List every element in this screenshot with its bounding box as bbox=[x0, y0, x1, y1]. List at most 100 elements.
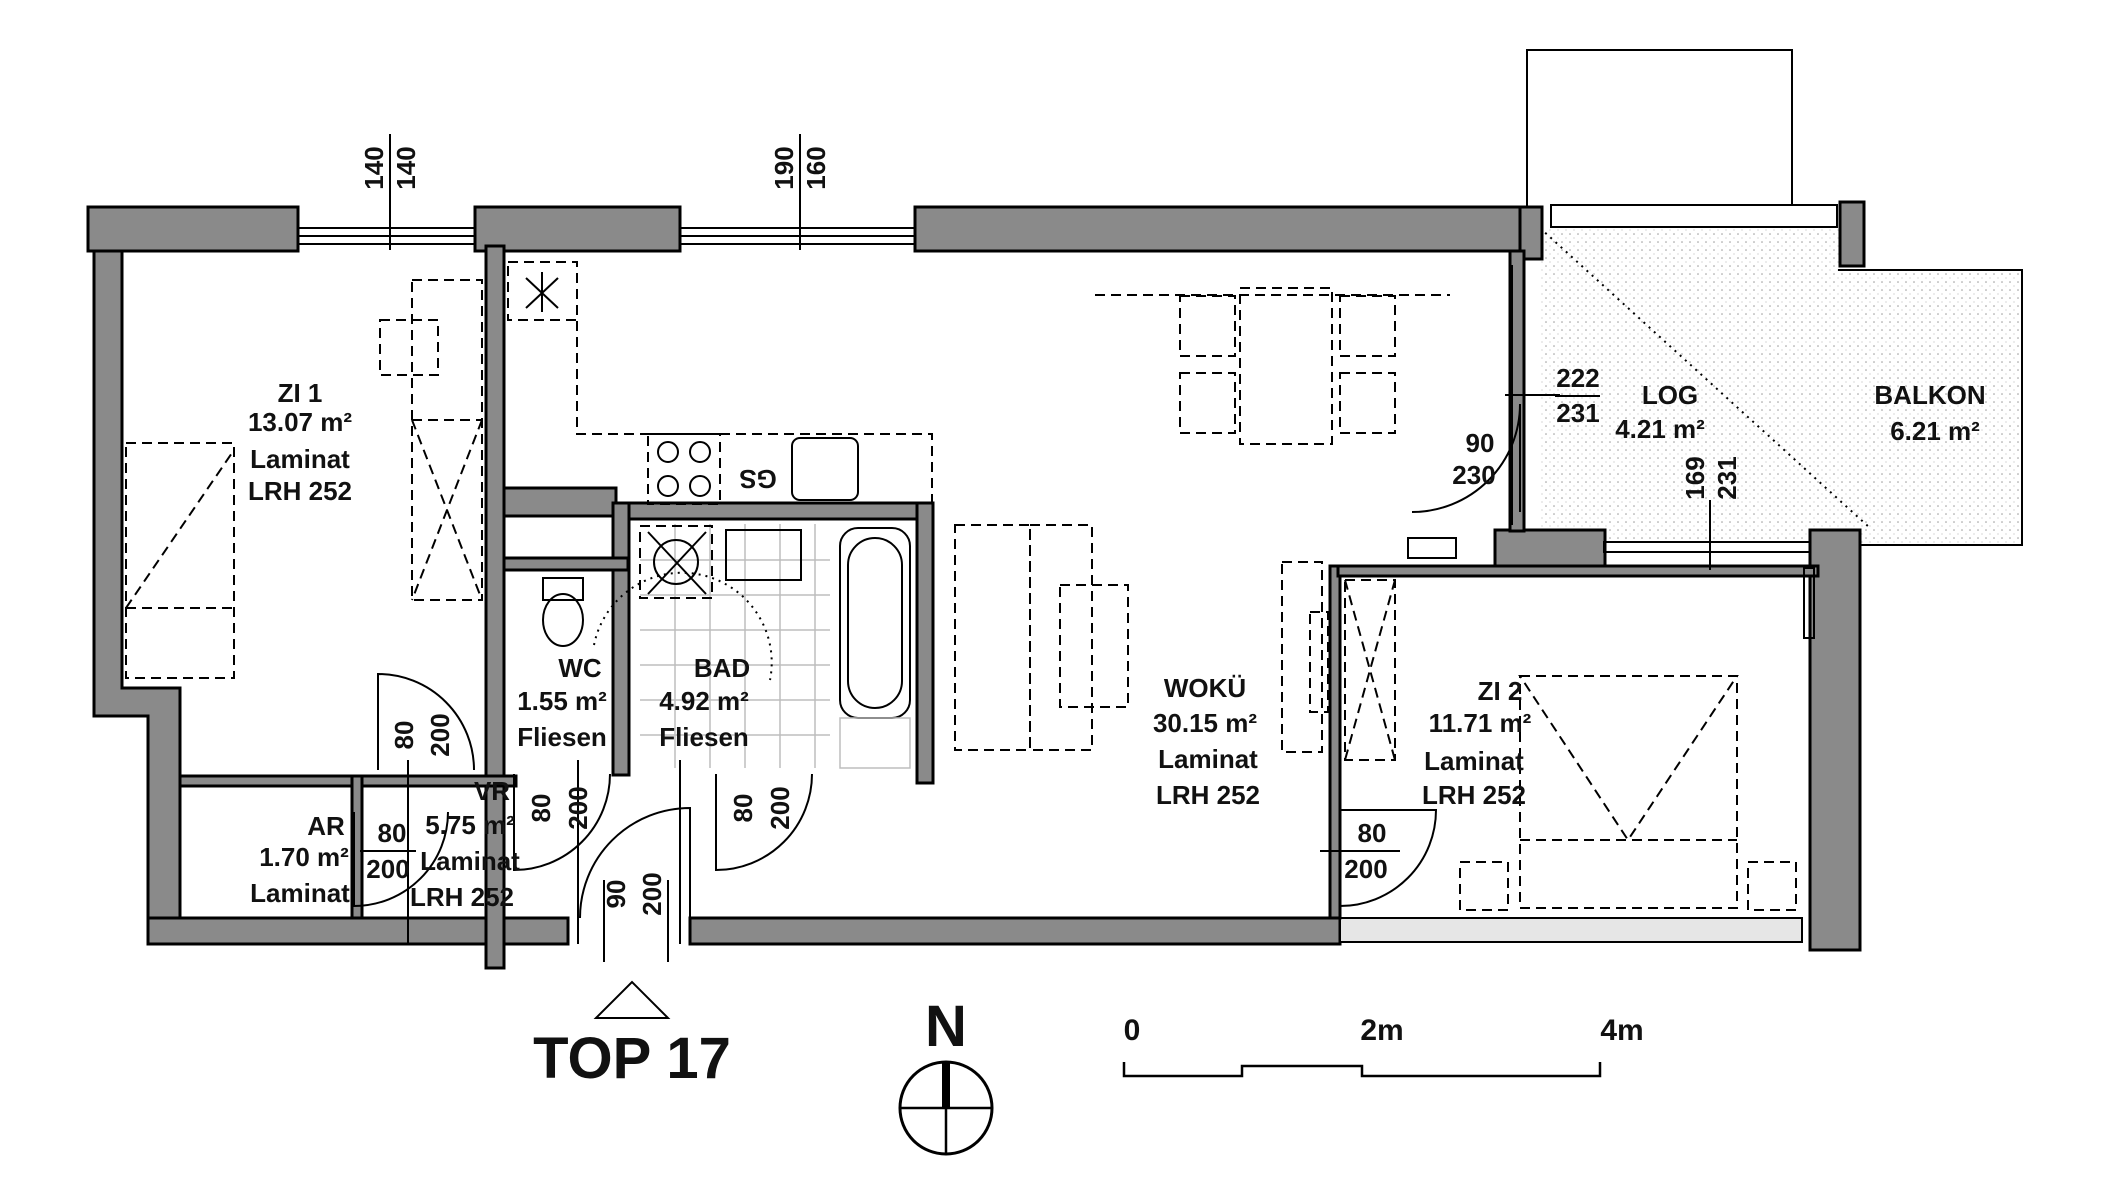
gs-label: GS bbox=[739, 464, 777, 494]
windows bbox=[297, 134, 1811, 570]
sofa-part-b bbox=[954, 524, 1031, 751]
svg-text:200: 200 bbox=[425, 713, 455, 756]
room-vr: VR 5.75 m² Laminat LRH 252 bbox=[410, 776, 520, 912]
room-name: WOKÜ bbox=[1164, 673, 1246, 703]
chair bbox=[379, 319, 439, 376]
wall-north-zi1-left bbox=[86, 205, 300, 253]
room-floor: Fliesen bbox=[517, 722, 607, 752]
room-name: VR bbox=[474, 776, 510, 806]
room-floor: Fliesen bbox=[659, 722, 749, 752]
room-ar: AR 1.70 m² Laminat bbox=[250, 811, 350, 908]
wall-bad-north bbox=[611, 501, 933, 521]
room-name: BAD bbox=[694, 653, 750, 683]
room-name: ZI 1 bbox=[278, 378, 323, 408]
svg-text:222: 222 bbox=[1556, 363, 1599, 393]
svg-text:200: 200 bbox=[563, 786, 593, 829]
svg-text:200: 200 bbox=[637, 872, 667, 915]
svg-text:190: 190 bbox=[769, 146, 799, 189]
entrance-marker bbox=[593, 980, 671, 1019]
room-height: LRH 252 bbox=[1422, 780, 1526, 810]
room-area: 5.75 m² bbox=[425, 810, 515, 840]
svg-text:80: 80 bbox=[1358, 818, 1387, 848]
room-area: 1.70 m² bbox=[259, 842, 349, 872]
room-area: 13.07 m² bbox=[248, 407, 352, 437]
wall-ar-north bbox=[178, 774, 518, 788]
zi1-door bbox=[377, 672, 475, 771]
scale-label: 4m bbox=[1600, 1014, 1643, 1047]
coffee-table bbox=[1059, 584, 1129, 708]
walls bbox=[86, 200, 1866, 970]
zi2-furniture bbox=[1281, 561, 1815, 911]
room-zi1: ZI 1 13.07 m² Laminat LRH 252 bbox=[248, 378, 352, 506]
svg-text:169: 169 bbox=[1680, 456, 1710, 499]
room-area: 4.21 m² bbox=[1615, 414, 1705, 444]
wc-door bbox=[513, 773, 611, 872]
svg-text:90: 90 bbox=[1466, 428, 1495, 458]
kitchen-counter bbox=[507, 261, 1129, 751]
wall-wc-bad bbox=[611, 501, 631, 777]
svg-text:90: 90 bbox=[601, 880, 631, 909]
wall-west bbox=[92, 249, 182, 930]
svg-text:80: 80 bbox=[526, 794, 556, 823]
room-height: LRH 252 bbox=[248, 476, 352, 506]
wardrobe bbox=[1344, 579, 1396, 761]
wall-wc-top bbox=[502, 556, 630, 572]
wall-south-zi2 bbox=[1339, 917, 1803, 943]
room-area: 30.15 m² bbox=[1153, 708, 1257, 738]
room-floor: Laminat bbox=[1424, 746, 1524, 776]
svg-text:200: 200 bbox=[366, 854, 409, 884]
svg-text:80: 80 bbox=[389, 721, 419, 750]
toilet-icon bbox=[542, 593, 584, 647]
wall-zi2-west bbox=[1328, 564, 1342, 920]
bad-door bbox=[715, 773, 813, 872]
wall-balkon-pillar bbox=[1838, 200, 1866, 268]
wall-ar-east bbox=[350, 774, 364, 920]
washbasin-icon bbox=[725, 529, 802, 581]
desk bbox=[1281, 561, 1323, 753]
room-floor: Laminat bbox=[1158, 744, 1258, 774]
wall-south-woku bbox=[688, 916, 1342, 946]
room-name: LOG bbox=[1642, 380, 1698, 410]
svg-text:200: 200 bbox=[1344, 854, 1387, 884]
room-area: 4.92 m² bbox=[659, 686, 749, 716]
nightstand bbox=[1747, 861, 1797, 911]
wall-zi2-north bbox=[1336, 564, 1820, 578]
zi2-door bbox=[1339, 809, 1438, 907]
bathtub-icon bbox=[839, 527, 911, 719]
svg-text:200: 200 bbox=[765, 786, 795, 829]
bed bbox=[1518, 675, 1739, 842]
svg-text:231: 231 bbox=[1556, 398, 1599, 428]
north-arrow-icon: N bbox=[898, 994, 994, 1156]
room-height: LRH 252 bbox=[410, 882, 514, 912]
wall-north-right bbox=[913, 205, 1542, 253]
entry-door bbox=[579, 806, 691, 919]
room-floor: Laminat bbox=[250, 444, 350, 474]
room-log: LOG 4.21 m² bbox=[1615, 380, 1705, 444]
wall-bad-east bbox=[915, 501, 935, 785]
room-area: 1.55 m² bbox=[517, 686, 607, 716]
room-name: BALKON bbox=[1874, 380, 1985, 410]
svg-text:230: 230 bbox=[1452, 460, 1495, 490]
room-name: ZI 2 bbox=[1478, 676, 1523, 706]
washing-machine-icon bbox=[639, 525, 713, 599]
svg-text:80: 80 bbox=[728, 794, 758, 823]
bed bbox=[125, 442, 235, 679]
wardrobe bbox=[411, 279, 483, 601]
dining-table bbox=[1095, 287, 1450, 445]
room-floor: Laminat bbox=[250, 878, 350, 908]
wall-north-corner bbox=[1518, 205, 1544, 261]
svg-text:160: 160 bbox=[801, 146, 831, 189]
cooktop bbox=[647, 433, 721, 505]
wall-north-mid bbox=[473, 205, 682, 253]
svg-text:80: 80 bbox=[378, 818, 407, 848]
zi1-furniture bbox=[125, 279, 483, 679]
svg-text:231: 231 bbox=[1712, 456, 1742, 499]
scale-label: 2m bbox=[1360, 1014, 1403, 1047]
nightstand bbox=[1459, 861, 1509, 911]
room-height: LRH 252 bbox=[1156, 780, 1260, 810]
bathroom-fixtures bbox=[542, 524, 911, 769]
ar-door bbox=[353, 811, 449, 908]
sink bbox=[791, 437, 859, 501]
room-zi2: ZI 2 11.71 m² Laminat LRH 252 bbox=[1422, 676, 1532, 810]
